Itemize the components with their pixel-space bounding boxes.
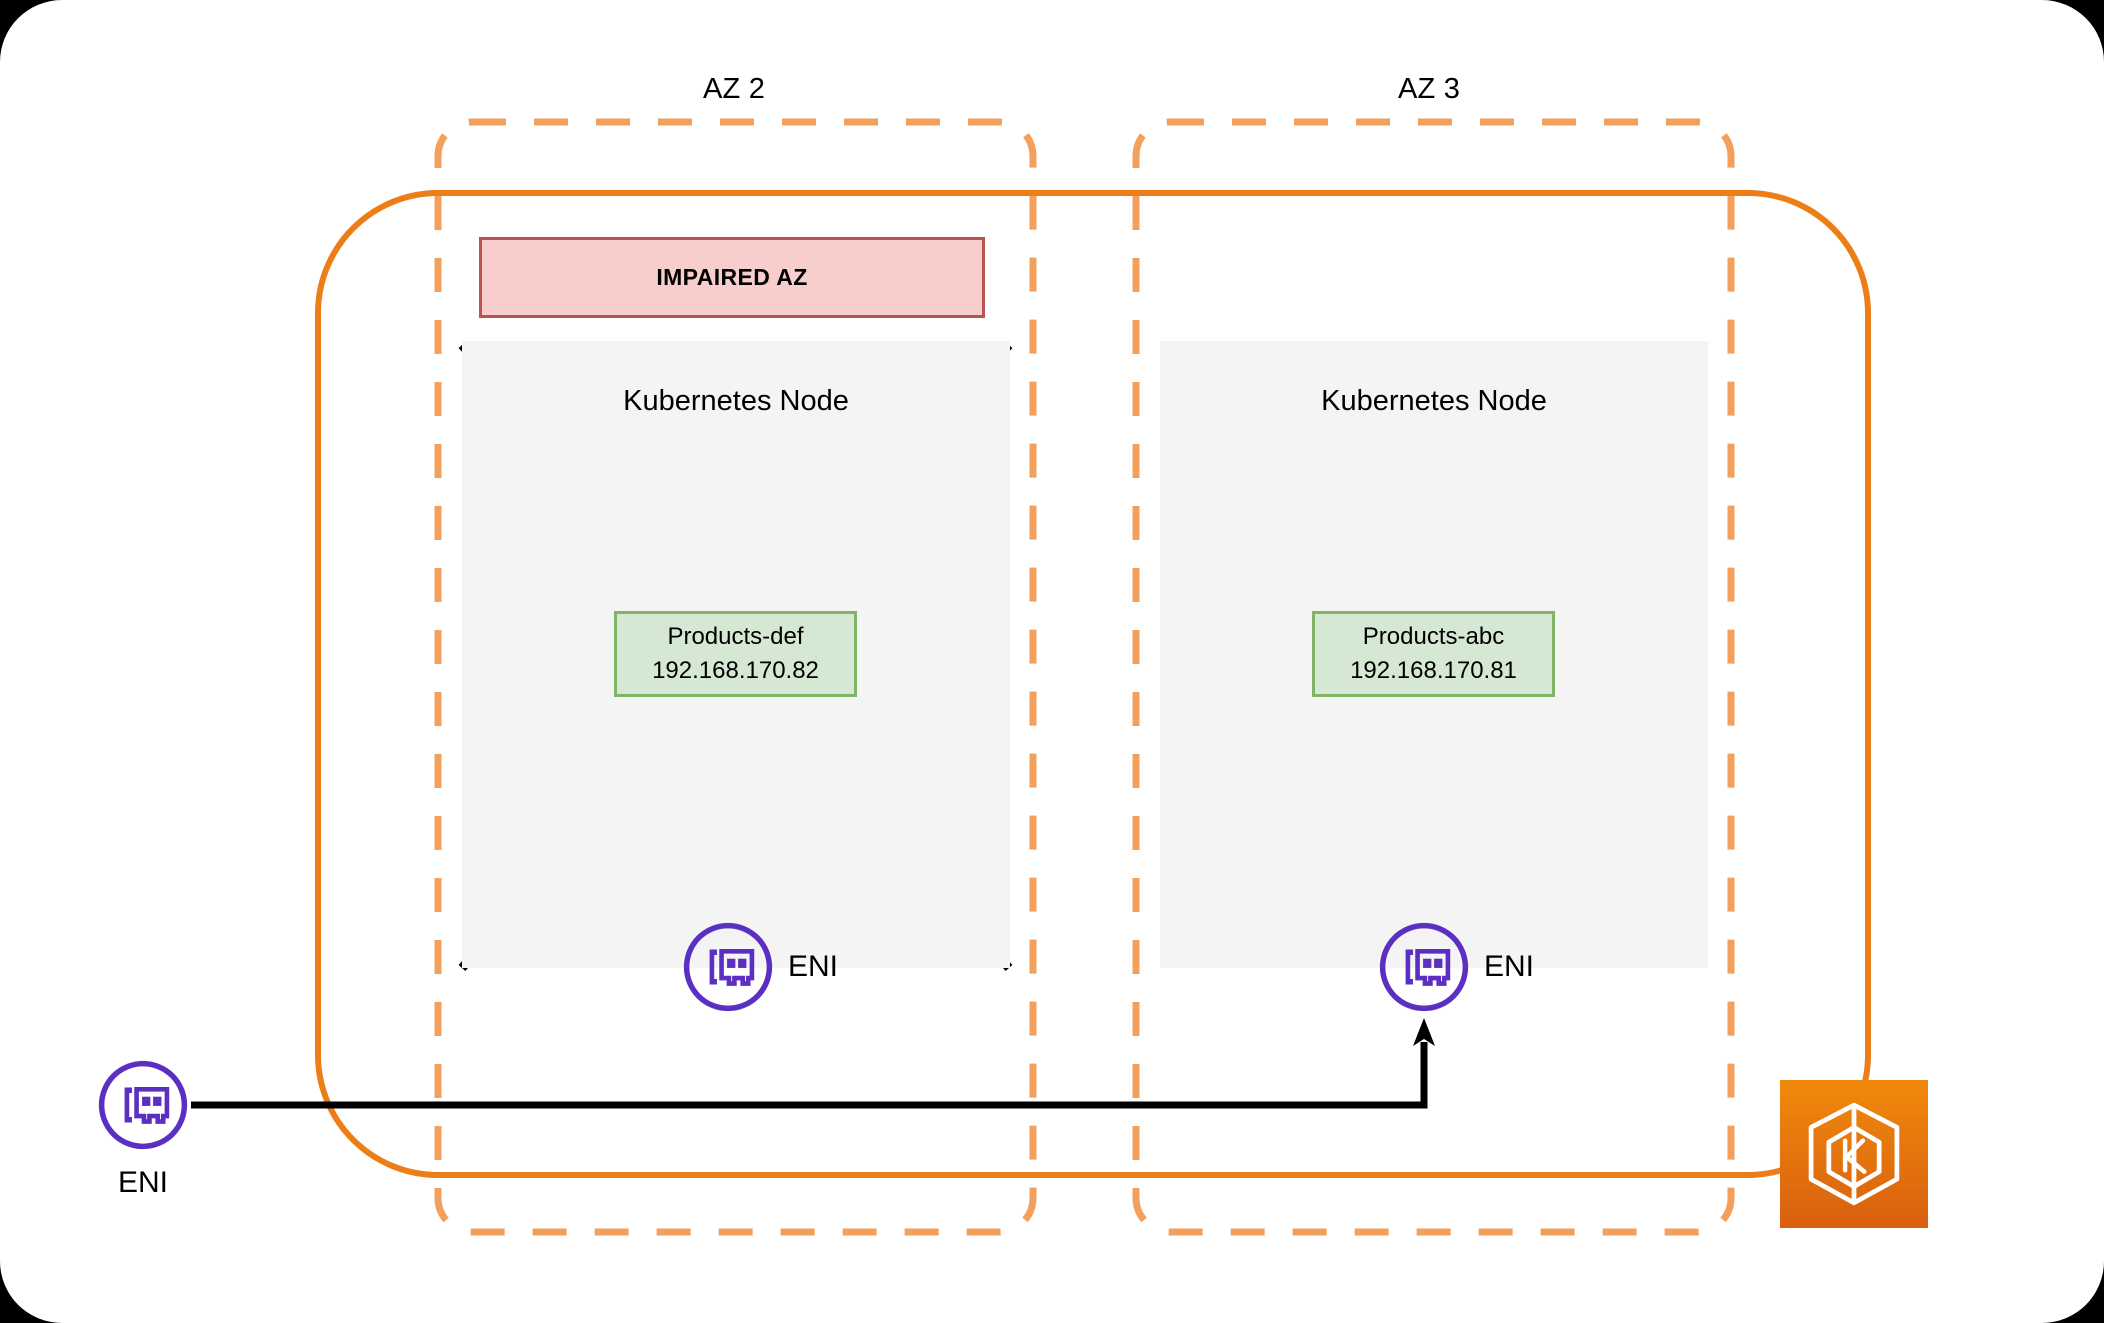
az3-pod-name: Products-abc: [1362, 622, 1505, 650]
network-interface-card-icon: [98, 1060, 188, 1150]
az3-pod-products-abc: Products-abc 192.168.170.81: [1312, 611, 1555, 697]
az2-boundary: [434, 118, 1037, 1236]
az2-pod-products-def: Products-def 192.168.170.82: [614, 611, 857, 697]
az3-kubernetes-node: Kubernetes Node: [1160, 341, 1708, 968]
az2-pod-name: Products-def: [667, 622, 804, 650]
eni-traffic-connector: [191, 1018, 1435, 1109]
az3-boundary: [1132, 118, 1735, 1236]
external-eni-label: ENI: [117, 1166, 168, 1199]
network-interface-card-icon: [1379, 922, 1469, 1012]
az2-eni[interactable]: ENI: [682, 921, 838, 1013]
az3-node-title: Kubernetes Node: [1321, 385, 1547, 417]
az3-eni-label: ENI: [1484, 950, 1535, 983]
eks-kubernetes-icon[interactable]: [1780, 1080, 1928, 1228]
impaired-az-banner: IMPAIRED AZ: [479, 237, 985, 318]
external-eni[interactable]: [97, 1059, 189, 1151]
az3-label: AZ 3: [1398, 73, 1461, 105]
az2-pod-ip: 192.168.170.82: [652, 657, 819, 684]
az3-pod-ip: 192.168.170.81: [1350, 657, 1517, 684]
az3-eni[interactable]: ENI: [1378, 921, 1534, 1013]
az2-label: AZ 2: [703, 73, 766, 105]
impaired-az-label: IMPAIRED AZ: [656, 264, 808, 290]
az2-node-title: Kubernetes Node: [623, 385, 849, 417]
vpc-loop: [315, 190, 1871, 1178]
az2-eni-label: ENI: [788, 950, 839, 983]
network-interface-card-icon: [683, 922, 773, 1012]
